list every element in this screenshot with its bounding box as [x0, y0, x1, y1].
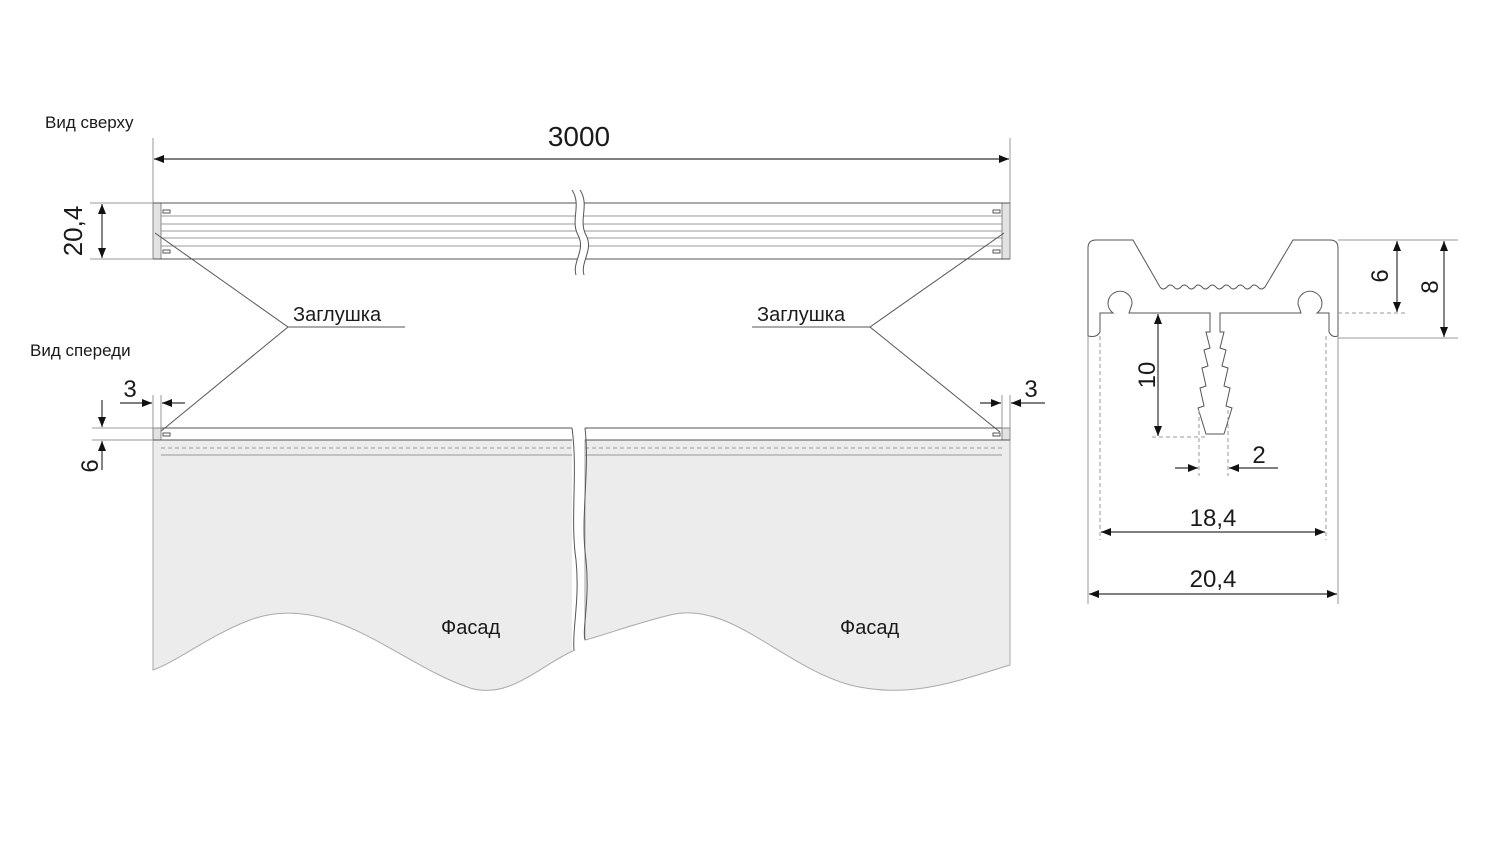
- break-line: [579, 189, 589, 276]
- end-cap-callouts: Заглушка Заглушка: [154, 232, 1005, 433]
- profile-10-dimension: 10: [1134, 362, 1161, 389]
- top-width-dimension: 20,4: [58, 206, 88, 257]
- profile-8-dimension: 8: [1417, 280, 1444, 293]
- cap-right-dimension: 3: [1024, 376, 1037, 403]
- length-dimension: 3000: [548, 121, 610, 152]
- front-height-dimension: 6: [77, 459, 104, 472]
- top-view: Вид сверху 3000 20,4: [45, 113, 1011, 276]
- front-view: Вид спереди Фасад Фасад 3 3 6: [30, 341, 1045, 691]
- profile-inner-width-dimension: 18,4: [1190, 505, 1237, 532]
- profile-outline: [1087, 239, 1339, 435]
- profile-6-dimension: 6: [1367, 269, 1394, 282]
- facade-right: [584, 439, 1011, 691]
- profile-section: 6 8 10 2 18,4 20,4: [1087, 239, 1458, 604]
- profile-2-dimension: 2: [1252, 442, 1265, 469]
- facade-left: [152, 439, 576, 691]
- profile-outer-width-dimension: 20,4: [1190, 566, 1237, 593]
- end-cap-left-label: Заглушка: [293, 304, 382, 326]
- facade-left-label: Фасад: [441, 617, 500, 639]
- cap-left-dimension: 3: [123, 376, 136, 403]
- front-view-label: Вид спереди: [30, 341, 131, 360]
- end-cap-right-label: Заглушка: [757, 304, 846, 326]
- facade-right-label: Фасад: [840, 617, 899, 639]
- break-line: [571, 189, 581, 276]
- end-cap-right: [1001, 202, 1011, 260]
- end-cap-left: [152, 202, 162, 260]
- top-view-label: Вид сверху: [45, 113, 134, 132]
